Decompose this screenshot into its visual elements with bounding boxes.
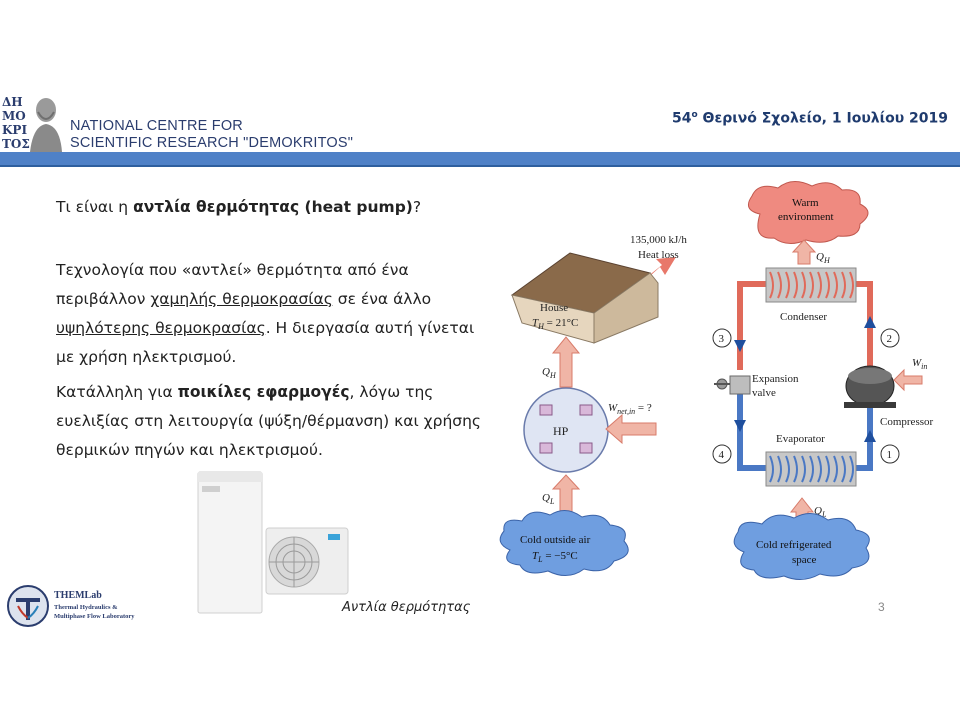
p1-underline-low-temp: χαμηλής θερμοκρασίας (150, 290, 333, 308)
themlab-sub1: Thermal Hydraulics & (54, 604, 118, 611)
svg-text:ΤΟΣ: ΤΟΣ (2, 137, 30, 151)
p2-text-a: Κατάλληλη για (56, 383, 178, 401)
house-shape (510, 252, 659, 344)
expansion-label-line2: valve (752, 387, 776, 399)
wnet-label: Wnet,in = ? (608, 402, 652, 416)
win-arrow (893, 368, 923, 392)
heat-pump-product-image (190, 470, 350, 615)
state-marker-4: 4 (712, 444, 732, 464)
svg-text:ΔΗ: ΔΗ (2, 95, 23, 109)
paragraph-definition: Τεχνολογία που «αντλεί» θερμότητα από έν… (56, 256, 486, 372)
event-number: 54 (672, 110, 692, 127)
state-marker-2: 2 (880, 328, 900, 348)
svg-text:ΜΟ: ΜΟ (2, 109, 26, 123)
p1-text-a: Τεχνολογία που «αντλεί» θερμότητα από έν… (56, 261, 409, 308)
product-caption: Αντλία θερμότητας (342, 600, 471, 615)
warm-environment-cloud (747, 181, 869, 244)
qh-arrow (551, 336, 581, 388)
event-ordinal: ο (691, 110, 698, 120)
compressor (844, 365, 896, 408)
state-marker-3: 3 (712, 328, 732, 348)
heat-loss-amount: 135,000 kJ/h (630, 234, 687, 246)
themlab-name: THEMLab (54, 590, 102, 601)
state-marker-1: 1 (880, 444, 900, 464)
p1-text-c: . Η διεργασία αυτή γίνεται με χρήση ηλεκ… (56, 319, 475, 366)
question-bold: αντλία θερμότητας (heat pump) (133, 198, 413, 216)
paragraph-applications: Κατάλληλη για ποικίλες εφαρμογές, λόγω τ… (56, 378, 486, 465)
org-name-line2: SCIENTIFIC RESEARCH "DEMOKRITOS" (70, 135, 354, 151)
header-accent-bar (0, 152, 960, 167)
p1-text-b: σε ένα άλλο (332, 290, 432, 308)
p2-text-b: , λόγω της ευελιξίας στη λειτουργία (ψύξ… (56, 383, 482, 459)
svg-text:2: 2 (887, 333, 893, 345)
evaporator-label: Evaporator (776, 433, 825, 445)
cold-air-cloud (499, 510, 629, 576)
slide-question: Τι είναι η αντλία θερμότητας (heat pump)… (56, 198, 421, 216)
cold-space-line1: Cold refrigerated (756, 539, 832, 551)
wnet-arrow (605, 413, 657, 445)
cold-air-temperature: TL = −5°C (532, 550, 578, 564)
event-date: Θερινό Σχολείο, 1 Ιουλίου 2019 (697, 110, 948, 127)
win-label: Win (912, 357, 927, 371)
svg-text:3: 3 (719, 333, 725, 345)
house-label: House (540, 302, 568, 314)
warm-label-line2: environment (778, 211, 834, 223)
expansion-valve (714, 375, 751, 395)
cold-space-line2: space (792, 554, 817, 566)
themlab-logo: THEMLab Thermal Hydraulics & Multiphase … (6, 584, 156, 628)
refrigeration-cycle-diagram: Warm environment QH Condenser Expansion … (712, 181, 934, 580)
demokritos-logo: ΔΗ ΜΟ ΚΡΙ ΤΟΣ (0, 92, 64, 152)
warm-label-line1: Warm (792, 197, 819, 209)
heat-loss-arrow (640, 257, 676, 285)
expansion-label-line1: Expansion (752, 373, 799, 385)
cold-air-label: Cold outside air (520, 534, 591, 546)
themlab-sub2: Multiphase Flow Laboratory (54, 613, 135, 620)
hp-label: HP (553, 424, 569, 438)
ql-in-label: QL (814, 505, 827, 519)
question-text: Τι είναι η (56, 198, 134, 216)
page-number: 3 (878, 600, 885, 614)
cold-refrigerated-cloud (733, 513, 870, 580)
condenser-label: Condenser (780, 311, 827, 323)
org-name-line1: NATIONAL CENTRE FOR (70, 118, 243, 134)
svg-text:4: 4 (719, 449, 725, 461)
event-title: 54ο Θερινό Σχολείο, 1 Ιουλίου 2019 (672, 110, 948, 127)
ql-label: QL (542, 492, 555, 506)
qh-out-arrow (791, 239, 817, 265)
qh-out-label: QH (816, 251, 831, 265)
heat-pump-house-diagram: 135,000 kJ/h Heat loss House TH = 21°C Q… (499, 234, 687, 576)
compressor-label: Compressor (880, 416, 934, 428)
qh-label: QH (542, 366, 557, 380)
house-temperature: TH = 21°C (532, 317, 578, 331)
p2-bold: ποικίλες εφαρμογές (177, 383, 350, 401)
heat-loss-label: Heat loss (638, 249, 679, 261)
question-mark: ? (412, 198, 422, 216)
svg-text:ΚΡΙ: ΚΡΙ (2, 123, 27, 137)
svg-text:1: 1 (887, 449, 893, 461)
p1-underline-high-temp: υψηλότερης θερμοκρασίας (56, 319, 266, 337)
